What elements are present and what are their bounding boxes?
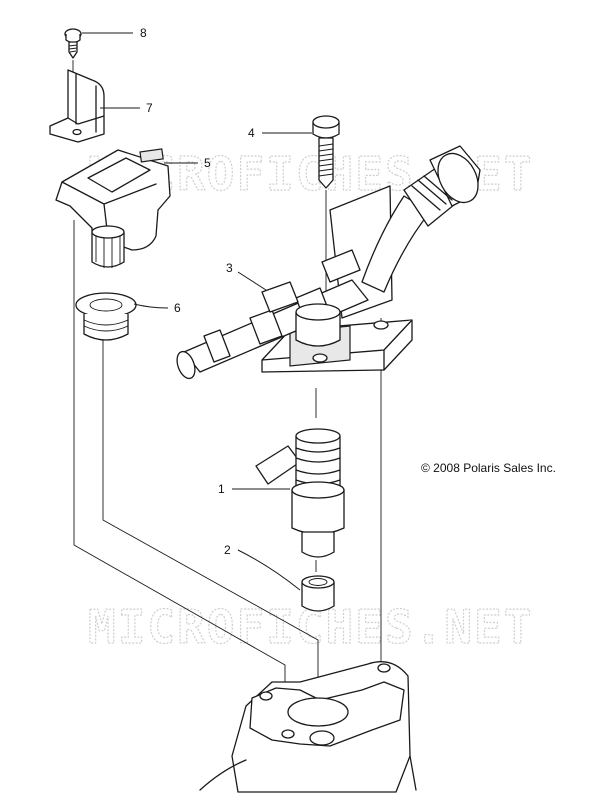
part-5-sensor [55, 148, 171, 268]
callout-4-label: 4 [248, 126, 255, 140]
callout-3: 3 [226, 261, 267, 291]
alignment-lines [73, 220, 382, 690]
callout-4: 4 [248, 126, 312, 140]
part-7-bracket [49, 69, 105, 143]
copyright-text: © 2008 Polaris Sales Inc. [421, 461, 556, 475]
callout-7-label: 7 [146, 101, 153, 115]
callout-2: 2 [224, 543, 301, 591]
callout-3-label: 3 [226, 261, 233, 275]
callout-5-label: 5 [204, 156, 211, 170]
callout-5: 5 [164, 156, 211, 170]
callout-8-label: 8 [140, 26, 147, 40]
callout-6: 6 [133, 301, 181, 315]
callout-1: 1 [218, 482, 290, 496]
part-1-injector [255, 428, 345, 558]
part-4-bolt [312, 115, 340, 189]
callout-6-label: 6 [174, 301, 181, 315]
part-6-grommet [75, 292, 137, 341]
part-8-screw [64, 28, 82, 59]
callout-2-label: 2 [224, 543, 231, 557]
intake-housing [199, 661, 417, 793]
callout-7: 7 [100, 101, 153, 115]
callout-8: 8 [82, 26, 147, 40]
callout-1-label: 1 [218, 482, 225, 496]
part-3-fuel-rail [176, 145, 481, 380]
part-2-seal [301, 575, 335, 612]
